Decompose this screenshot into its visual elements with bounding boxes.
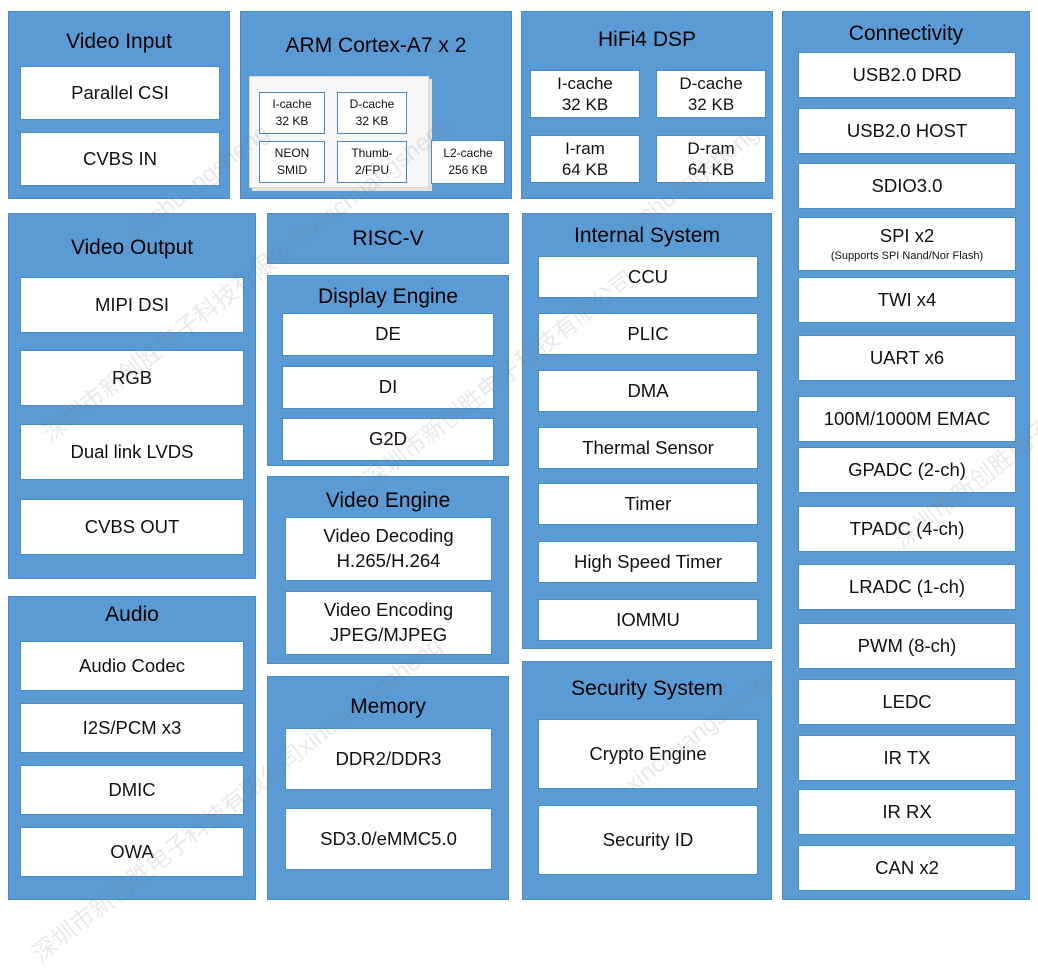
- dsp-icache-box: I-cache 32 KB: [530, 70, 640, 118]
- ir-rx-box: IR RX: [798, 789, 1016, 835]
- display-engine-block: Display Engine DE DI G2D: [267, 275, 509, 466]
- audio-block: Audio Audio Codec I2S/PCM x3 DMIC OWA: [8, 596, 256, 900]
- dsp-dcache-size: 32 KB: [687, 95, 735, 114]
- cvbs-out-box: CVBS OUT: [20, 499, 244, 555]
- display-engine-title: Display Engine: [317, 285, 459, 308]
- video-input-title: Video Input: [66, 30, 172, 53]
- plic-box: PLIC: [538, 313, 758, 355]
- ir-tx-box: IR TX: [798, 735, 1016, 781]
- dsp-iram-label: I-ram: [565, 138, 605, 158]
- video-engine-title: Video Engine: [325, 489, 451, 512]
- dsp-iram-box: I-ram 64 KB: [530, 135, 640, 183]
- thumb-fpu-box: Thumb- 2/FPU: [337, 141, 407, 183]
- dsp-dcache-box: D-cache 32 KB: [656, 70, 766, 118]
- security-id-box: Security ID: [538, 805, 758, 875]
- neon-box: NEON SMID: [259, 141, 325, 183]
- security-system-title: Security System: [571, 677, 723, 700]
- spi-label: SPI x2: [879, 225, 935, 247]
- connectivity-title: Connectivity: [848, 22, 964, 45]
- arm-icache-label: I-cache: [272, 96, 312, 111]
- spi-note: (Supports SPI Nand/Nor Flash): [830, 249, 984, 262]
- gpadc-box: GPADC (2-ch): [798, 447, 1016, 493]
- internal-system-title: Internal System: [574, 224, 720, 247]
- video-decoding-box: Video Decoding H.265/H.264: [285, 517, 492, 581]
- video-decoding-codecs: H.265/H.264: [336, 550, 441, 571]
- riscv-block: RISC-V: [267, 213, 509, 264]
- dsp-icache-size: 32 KB: [561, 95, 609, 114]
- dsp-iram-size: 64 KB: [561, 160, 609, 179]
- memory-title: Memory: [350, 695, 426, 718]
- connectivity-block: Connectivity USB2.0 DRD USB2.0 HOST SDIO…: [782, 11, 1030, 900]
- arm-dcache-label: D-cache: [349, 96, 395, 111]
- thumb-label: Thumb-: [351, 145, 393, 160]
- owa-box: OWA: [20, 827, 244, 877]
- de-box: DE: [282, 313, 494, 356]
- arm-cortex-block: ARM Cortex-A7 x 2 I-cache 32 KB D-cache …: [240, 11, 512, 199]
- video-engine-block: Video Engine Video Decoding H.265/H.264 …: [267, 476, 509, 664]
- hifi4-dsp-title: HiFi4 DSP: [597, 28, 697, 51]
- dsp-dram-label: D-ram: [687, 138, 735, 158]
- twi-box: TWI x4: [798, 277, 1016, 323]
- spi-box: SPI x2 (Supports SPI Nand/Nor Flash): [798, 217, 1016, 271]
- arm-icache-box: I-cache 32 KB: [259, 92, 325, 134]
- video-decoding-label: Video Decoding: [323, 525, 454, 547]
- parallel-csi-box: Parallel CSI: [20, 66, 220, 120]
- uart-box: UART x6: [798, 335, 1016, 381]
- video-input-block: Video Input Parallel CSI CVBS IN: [8, 11, 230, 199]
- thermal-sensor-box: Thermal Sensor: [538, 427, 758, 469]
- video-output-title: Video Output: [70, 236, 194, 259]
- arm-icache-size: 32 KB: [275, 114, 309, 128]
- arm-cortex-title: ARM Cortex-A7 x 2: [285, 34, 467, 57]
- i2s-pcm-box: I2S/PCM x3: [20, 703, 244, 753]
- video-encoding-label: Video Encoding: [323, 599, 454, 621]
- rgb-box: RGB: [20, 350, 244, 406]
- cvbs-in-box: CVBS IN: [20, 132, 220, 186]
- neon-sub: SMID: [277, 163, 307, 177]
- dsp-dram-box: D-ram 64 KB: [656, 135, 766, 183]
- tpadc-box: TPADC (4-ch): [798, 506, 1016, 552]
- sdio-box: SDIO3.0: [798, 163, 1016, 209]
- g2d-box: G2D: [282, 418, 494, 461]
- mipi-dsi-box: MIPI DSI: [20, 277, 244, 333]
- video-encoding-codecs: JPEG/MJPEG: [329, 624, 448, 645]
- l2-cache-box: L2-cache 256 KB: [431, 140, 505, 184]
- l2-cache-label: L2-cache: [443, 145, 493, 160]
- emac-box: 100M/1000M EMAC: [798, 396, 1016, 442]
- memory-block: Memory DDR2/DDR3 SD3.0/eMMC5.0: [267, 676, 509, 900]
- can-box: CAN x2: [798, 845, 1016, 891]
- thumb-sub: 2/FPU: [354, 163, 389, 177]
- iommu-box: IOMMU: [538, 599, 758, 641]
- usb-drd-box: USB2.0 DRD: [798, 52, 1016, 98]
- di-box: DI: [282, 366, 494, 409]
- riscv-title: RISC-V: [352, 227, 424, 250]
- ddr-box: DDR2/DDR3: [285, 728, 492, 790]
- usb-host-box: USB2.0 HOST: [798, 108, 1016, 154]
- security-system-block: Security System Crypto Engine Security I…: [522, 661, 772, 900]
- timer-box: Timer: [538, 483, 758, 525]
- pwm-box: PWM (8-ch): [798, 623, 1016, 669]
- ledc-box: LEDC: [798, 679, 1016, 725]
- arm-dcache-size: 32 KB: [355, 114, 389, 128]
- dma-box: DMA: [538, 370, 758, 412]
- ccu-box: CCU: [538, 256, 758, 298]
- dsp-icache-label: I-cache: [557, 73, 613, 93]
- audio-codec-box: Audio Codec: [20, 641, 244, 691]
- video-encoding-box: Video Encoding JPEG/MJPEG: [285, 591, 492, 655]
- lradc-box: LRADC (1-ch): [798, 564, 1016, 610]
- l2-cache-size: 256 KB: [448, 163, 488, 177]
- dsp-dram-size: 64 KB: [687, 160, 735, 179]
- neon-label: NEON: [274, 145, 310, 160]
- high-speed-timer-box: High Speed Timer: [538, 541, 758, 583]
- dual-link-lvds-box: Dual link LVDS: [20, 424, 244, 480]
- video-output-block: Video Output MIPI DSI RGB Dual link LVDS…: [8, 213, 256, 579]
- crypto-engine-box: Crypto Engine: [538, 719, 758, 789]
- dmic-box: DMIC: [20, 765, 244, 815]
- sd-emmc-box: SD3.0/eMMC5.0: [285, 808, 492, 870]
- dsp-dcache-label: D-cache: [679, 73, 743, 93]
- arm-dcache-box: D-cache 32 KB: [337, 92, 407, 134]
- audio-title: Audio: [105, 603, 159, 626]
- hifi4-dsp-block: HiFi4 DSP I-cache 32 KB D-cache 32 KB I-…: [521, 11, 773, 199]
- internal-system-block: Internal System CCU PLIC DMA Thermal Sen…: [522, 213, 772, 649]
